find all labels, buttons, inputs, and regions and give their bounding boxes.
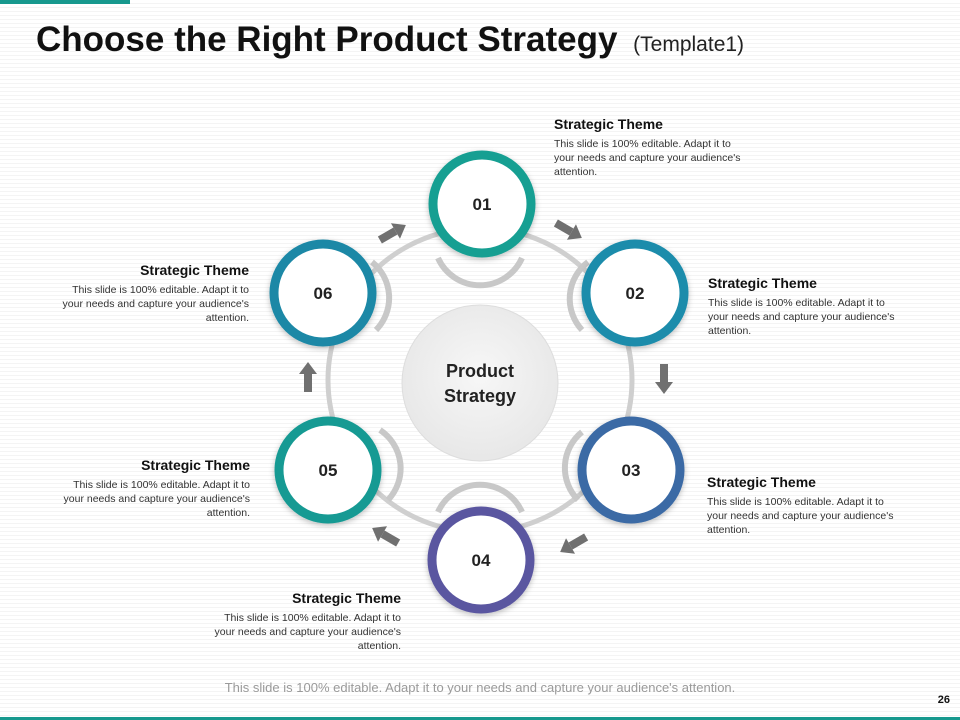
theme-block-06: Strategic Theme This slide is 100% edita… (49, 262, 249, 325)
arrow-05-to-06 (299, 362, 317, 392)
arrow-02-to-03 (655, 364, 673, 394)
theme-block-02: Strategic Theme This slide is 100% edita… (708, 275, 908, 338)
node-01 (428, 150, 536, 258)
center-circle (401, 304, 559, 462)
theme-04-text: This slide is 100% editable. Adapt it to… (214, 612, 401, 652)
node-05-arc (378, 427, 404, 503)
title-main: Choose the Right Product Strategy (36, 20, 618, 59)
theme-02-text: This slide is 100% editable. Adapt it to… (708, 297, 895, 337)
theme-06-text: This slide is 100% editable. Adapt it to… (62, 284, 249, 324)
theme-01-text: This slide is 100% editable. Adapt it to… (554, 138, 741, 178)
theme-01-heading: Strategic Theme (554, 116, 663, 132)
theme-block-04: Strategic Theme This slide is 100% edita… (201, 590, 401, 653)
node-06-circle (269, 239, 377, 347)
node-04-arc (435, 481, 525, 514)
node-04-number: 04 (472, 551, 491, 570)
node-01-number: 01 (473, 195, 492, 214)
node-03-circle (577, 416, 685, 524)
node-02 (581, 239, 689, 347)
node-02-circle (581, 239, 689, 347)
node-03 (577, 416, 685, 524)
theme-06-heading: Strategic Theme (140, 262, 249, 278)
node-06-arc (370, 259, 393, 333)
page-number: 26 (937, 694, 950, 706)
bottom-accent-bar (0, 717, 960, 720)
node-04 (427, 506, 535, 614)
node-01-arc (435, 256, 525, 289)
top-accent-bar (0, 0, 130, 4)
node-03-arc (561, 429, 584, 503)
arrow-01-to-02 (553, 219, 582, 240)
theme-03-text: This slide is 100% editable. Adapt it to… (707, 496, 894, 536)
theme-block-03: Strategic Theme This slide is 100% edita… (707, 474, 907, 537)
theme-05-heading: Strategic Theme (141, 457, 250, 473)
footer-note: This slide is 100% editable. Adapt it to… (224, 680, 736, 695)
arrow-06-to-01 (377, 223, 406, 244)
center-label-line1: Product (446, 361, 514, 381)
node-02-number: 02 (626, 284, 645, 303)
title-sub: (Template1) (633, 33, 745, 56)
theme-04-heading: Strategic Theme (292, 590, 401, 606)
arrow-04-to-05 (372, 526, 401, 547)
node-06 (269, 239, 377, 347)
node-05-number: 05 (319, 461, 338, 480)
node-01-circle (428, 150, 536, 258)
theme-05-text: This slide is 100% editable. Adapt it to… (63, 479, 250, 519)
node-03-number: 03 (622, 461, 641, 480)
theme-02-heading: Strategic Theme (708, 275, 817, 291)
theme-block-05: Strategic Theme This slide is 100% edita… (50, 457, 250, 520)
node-04-circle (427, 506, 535, 614)
arrow-03-to-04 (560, 533, 589, 554)
theme-03-heading: Strategic Theme (707, 474, 816, 490)
node-06-number: 06 (314, 284, 333, 303)
center-label-line2: Strategy (444, 386, 516, 406)
node-05-circle (274, 416, 382, 524)
theme-block-01: Strategic Theme This slide is 100% edita… (554, 116, 754, 179)
slide-title: Choose the Right Product Strategy (Templ… (36, 20, 744, 60)
node-02-arc (566, 259, 590, 333)
node-05 (274, 416, 382, 524)
